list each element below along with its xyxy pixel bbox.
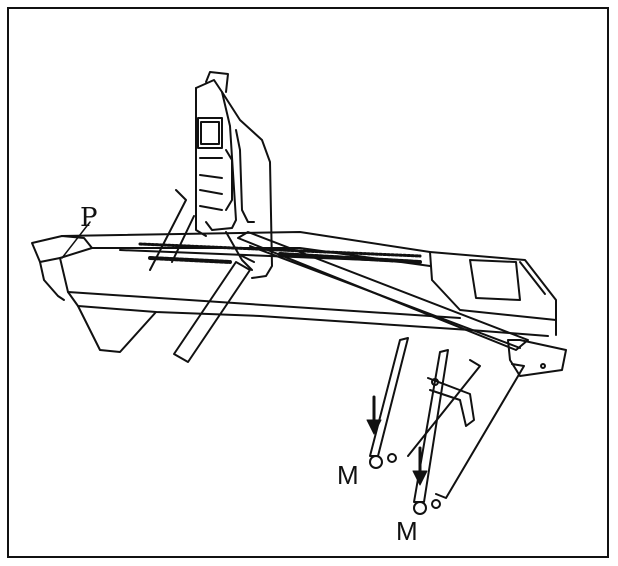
- console-upright: [149, 71, 273, 279]
- diagram-frame: [7, 7, 609, 558]
- callout-p: P: [80, 203, 98, 233]
- diagonal-frame-bar: [237, 231, 567, 377]
- down-arrow-icon: [412, 446, 428, 486]
- down-arrow-icon: [366, 395, 382, 435]
- support-strut: [173, 255, 255, 363]
- p-leader-line: [61, 221, 91, 259]
- rear-legs: [369, 337, 525, 515]
- callout-m-right: M: [396, 516, 418, 546]
- callout-m-left: M: [337, 460, 359, 490]
